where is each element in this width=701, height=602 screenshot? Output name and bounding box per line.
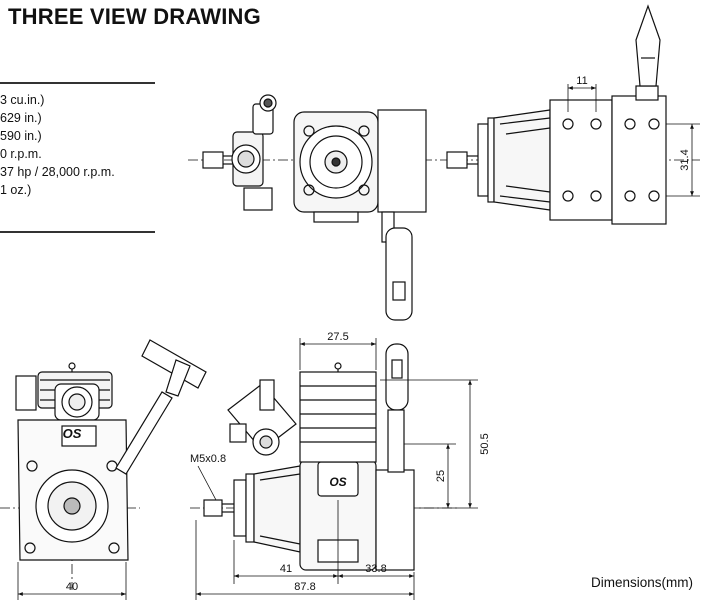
spec-stroke: 590 in.)	[0, 129, 42, 143]
dim-33-8: 33.8	[365, 563, 386, 575]
dim-40: 40	[66, 581, 78, 593]
os-logo-front: OS	[63, 426, 82, 441]
side-view-top	[440, 4, 700, 225]
spec-displacement: 3 cu.in.)	[0, 93, 45, 107]
dim-50-5: 50.5	[479, 433, 491, 454]
spec-table: 3 cu.in.) 629 in.) 590 in.) 0 r.p.m. 37 …	[0, 82, 155, 233]
spec-power: 37 hp / 28,000 r.p.m.	[0, 165, 115, 179]
dim-11: 11	[576, 75, 587, 87]
dim-87-8: 87.8	[294, 581, 315, 593]
side-view-bottom	[190, 338, 478, 600]
spec-bore: 629 in.)	[0, 111, 42, 125]
spec-rule-top	[0, 82, 155, 84]
thread-callout: M5x0.8	[190, 453, 226, 465]
dim-31-4: 31.4	[679, 149, 691, 170]
dim-27-5: 27.5	[327, 331, 348, 343]
top-view	[188, 94, 440, 321]
os-logo-side: OS	[329, 475, 346, 489]
front-view	[0, 339, 207, 600]
dim-25: 25	[435, 470, 447, 482]
dim-41: 41	[280, 563, 292, 575]
spec-weight: 1 oz.)	[0, 183, 32, 197]
drawing-title: THREE VIEW DRAWING	[8, 4, 261, 29]
spec-rpm-range: 0 r.p.m.	[0, 147, 42, 161]
spec-rule-bottom	[0, 231, 155, 233]
dimensions-note: Dimensions(mm)	[590, 575, 693, 590]
